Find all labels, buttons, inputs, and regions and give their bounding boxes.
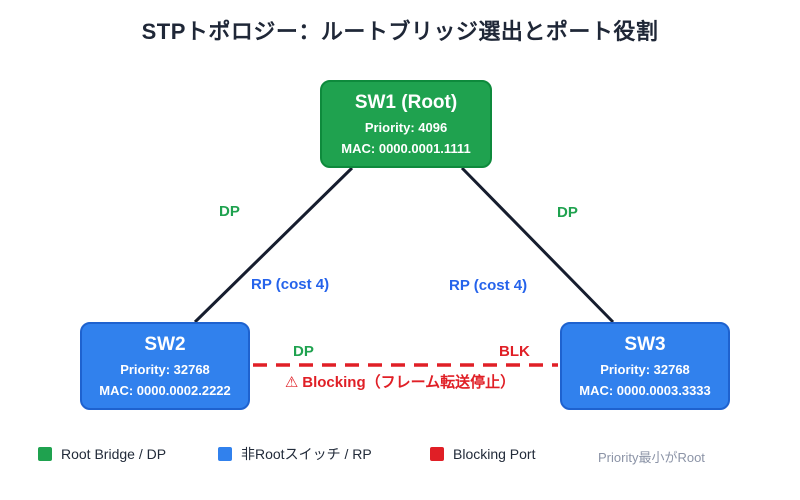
node-sw2-mac: MAC: 0000.0002.2222: [99, 383, 231, 398]
blocking-note: ⚠Blocking（フレーム転送停止）: [0, 371, 800, 392]
legend-swatch-root-bridge: [38, 447, 52, 461]
node-sw2-priority: Priority: 32768: [120, 362, 210, 377]
node-sw2: SW2 Priority: 32768 MAC: 0000.0002.2222: [80, 322, 250, 410]
legend-label-root-bridge: Root Bridge / DP: [61, 446, 167, 462]
node-sw3-mac: MAC: 0000.0003.3333: [579, 383, 711, 398]
legend-note: Priority最小がRoot: [598, 450, 705, 465]
blocking-note-text: Blocking（フレーム転送停止）: [302, 374, 516, 391]
link-sw1-sw2: [193, 166, 354, 324]
port-label-sw1-right-dp: DP: [557, 204, 578, 221]
node-sw1-mac: MAC: 0000.0001.1111: [341, 141, 471, 156]
legend-label-nonroot-switch: 非Rootスイッチ / RP: [241, 446, 372, 462]
diagram-title: STPトポロジー：ルートブリッジ選出とポート役割: [141, 19, 659, 44]
node-sw3: SW3 Priority: 32768 MAC: 0000.0003.3333: [560, 322, 730, 410]
node-sw1-root: SW1 (Root) Priority: 4096 MAC: 0000.0001…: [320, 80, 492, 168]
port-label-sw3-blk: BLK: [499, 343, 530, 360]
node-sw1-name: SW1 (Root): [354, 92, 458, 113]
node-sw1-priority: Priority: 4096: [364, 120, 448, 135]
port-label-sw1-left-dp: DP: [219, 203, 240, 220]
node-sw3-name: SW3: [624, 334, 666, 355]
legend-item-nonroot-switch: 非Rootスイッチ / RP: [218, 445, 372, 463]
legend-swatch-nonroot-switch: [218, 447, 232, 461]
legend-label-blocking-port: Blocking Port: [453, 446, 536, 462]
node-sw2-name: SW2: [144, 334, 186, 355]
link-sw1-sw3: [460, 166, 615, 324]
legend-item-root-bridge: Root Bridge / DP: [38, 445, 166, 463]
node-sw3-priority: Priority: 32768: [600, 362, 690, 377]
port-label-sw2-dp: DP: [293, 343, 314, 360]
warning-icon: ⚠: [284, 374, 299, 391]
legend-item-blocking-port: Blocking Port: [430, 445, 535, 463]
legend-swatch-blocking-port: [430, 447, 444, 461]
port-label-sw3-rp: RP (cost 4): [449, 277, 528, 294]
port-label-sw2-rp: RP (cost 4): [251, 276, 330, 293]
